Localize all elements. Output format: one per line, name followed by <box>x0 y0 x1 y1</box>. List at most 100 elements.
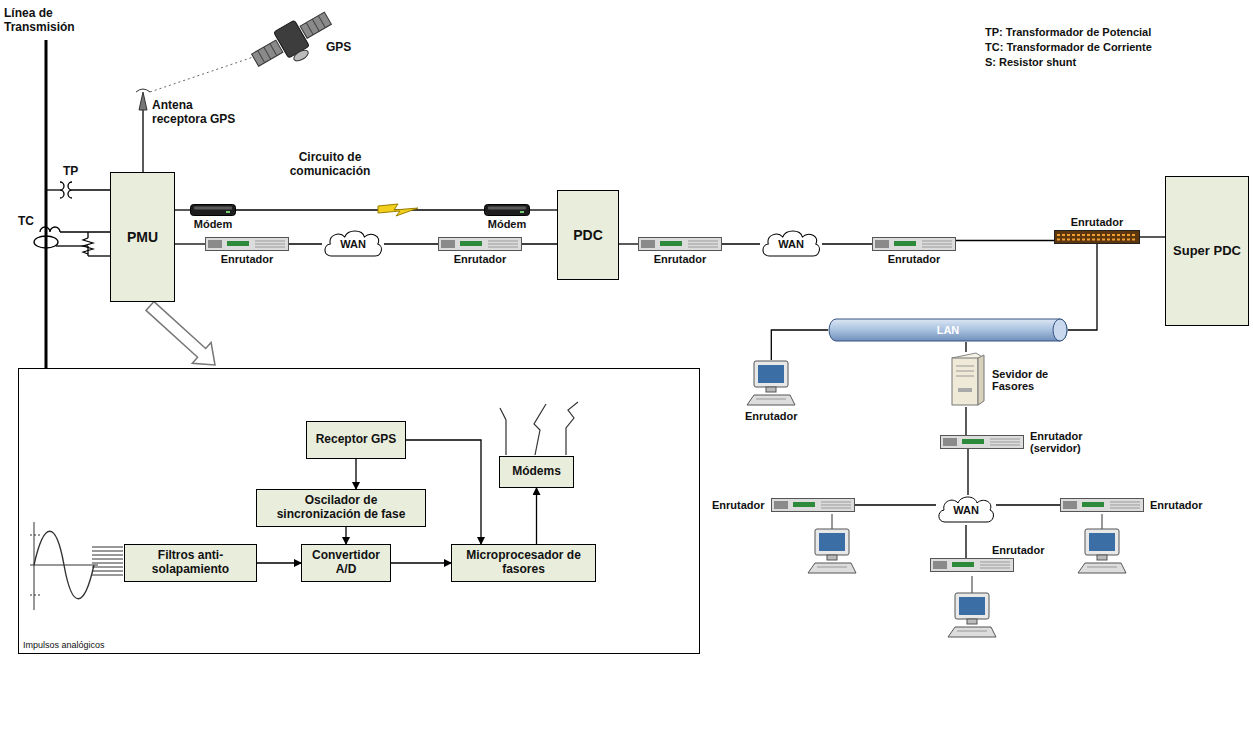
analog-signal <box>30 522 98 610</box>
box-label: Módems <box>512 465 561 479</box>
connector <box>391 562 451 563</box>
network-label: LAN <box>937 324 960 336</box>
device-label: Sevidor de Fasores <box>992 368 1084 392</box>
wan-cloud: WAN <box>936 495 996 525</box>
shunt-resistor <box>83 238 93 254</box>
process-box: Super PDC <box>1165 176 1249 326</box>
wire <box>832 514 833 530</box>
computer-icon <box>808 529 856 573</box>
box-label: PDC <box>573 227 603 243</box>
connector <box>289 243 322 244</box>
device-node: Enrutador <box>872 237 956 265</box>
connector <box>619 243 638 244</box>
device-label: Enrutador <box>1150 499 1203 511</box>
wire <box>88 255 110 256</box>
process-box: PDC <box>557 190 619 280</box>
computer-icon <box>948 593 996 637</box>
connector <box>822 243 872 244</box>
connector <box>1140 236 1165 237</box>
device-label: Módem <box>488 218 527 230</box>
box-label: Convertidor A/D <box>307 549 385 577</box>
connector <box>146 302 215 365</box>
router-icon <box>438 237 522 251</box>
box-label: Filtros anti-solapamiento <box>130 549 251 577</box>
network-label: WAN <box>340 238 366 250</box>
connector <box>522 243 557 244</box>
process-box: Microprocesador de fasores <box>451 544 596 582</box>
abbreviation-note: S: Resistor shunt <box>985 56 1245 69</box>
connector <box>722 243 760 244</box>
device-node: Módem <box>484 204 530 230</box>
computer-icon <box>746 360 796 408</box>
device-label: Enrutador <box>654 253 707 265</box>
device-label: Enrutador <box>221 253 274 265</box>
device-node: Enrutador <box>930 544 1080 572</box>
box-label: PMU <box>127 229 158 245</box>
device-node: Enrutador <box>745 360 798 422</box>
connector <box>965 407 966 435</box>
gps-signal <box>150 52 268 92</box>
router-icon <box>930 558 1014 572</box>
box-label: Super PDC <box>1173 244 1241 259</box>
modem-icon <box>190 204 236 216</box>
modem-icon <box>484 204 530 216</box>
connector <box>771 330 828 360</box>
gps-satellite <box>248 5 340 80</box>
device-label: Enrutador (servidor) <box>1030 430 1108 454</box>
computer-icon <box>1078 529 1126 573</box>
gps-antenna <box>136 89 150 172</box>
wire <box>1102 514 1103 530</box>
connector <box>355 459 356 489</box>
device-node: Enrutador <box>205 237 289 265</box>
annotation: TP <box>63 164 87 178</box>
connector <box>536 488 537 544</box>
wire <box>972 576 973 594</box>
input-lines <box>92 547 123 575</box>
annotation: Antena receptora GPS <box>152 98 248 127</box>
connector <box>956 240 1054 241</box>
box-label: Receptor GPS <box>316 433 397 447</box>
process-box: Filtros anti-solapamiento <box>124 544 257 582</box>
connector <box>530 209 557 210</box>
device-node: Enrutador <box>438 237 522 265</box>
process-box: Convertidor A/D <box>301 544 391 582</box>
pmu-detail-panel: Impulsos analógicos Receptor GPS Oscilador… <box>18 368 700 654</box>
current-transformer <box>34 227 110 256</box>
box-label: Microprocesador de fasores <box>457 549 590 577</box>
router-icon <box>638 237 722 251</box>
device-node: Módem <box>190 204 236 230</box>
abbreviation-note: TC: Transformador de Corriente <box>985 41 1245 54</box>
server-icon <box>946 352 986 407</box>
device-label: Enrutador <box>992 544 1045 556</box>
connector <box>967 449 968 495</box>
connector <box>175 209 190 210</box>
network-label: WAN <box>953 504 979 516</box>
transmission-line <box>45 40 48 368</box>
router-icon <box>872 237 956 251</box>
lightning-symbol <box>378 204 418 216</box>
device-label: Enrutador <box>712 499 765 511</box>
connector <box>345 527 346 544</box>
box-label: Oscilador de sincronización de fase <box>262 494 420 522</box>
edge-label: Circuito de comunicación <box>275 150 385 179</box>
router-icon <box>205 237 289 251</box>
annotation: TC <box>18 214 42 228</box>
device-label: Enrutador <box>745 410 798 422</box>
device-label: Enrutador <box>1071 216 1124 228</box>
network-label: WAN <box>778 238 804 250</box>
process-box: Receptor GPS <box>306 421 406 459</box>
connector <box>384 243 438 244</box>
wan-cloud: WAN <box>760 229 822 259</box>
process-box: Módems <box>499 456 574 488</box>
process-box: Oscilador de sincronización de fase <box>256 489 426 527</box>
process-box: PMU <box>110 172 175 302</box>
router-icon <box>771 498 855 512</box>
connector <box>965 525 966 558</box>
connector <box>175 243 205 244</box>
device-node: Sevidor de Fasores <box>946 352 1084 407</box>
device-label: Enrutador <box>888 253 941 265</box>
radio-antennas <box>500 402 578 455</box>
switch-icon <box>1054 230 1140 244</box>
panel-note: Impulsos analógicos <box>23 640 105 650</box>
connector <box>965 342 966 352</box>
